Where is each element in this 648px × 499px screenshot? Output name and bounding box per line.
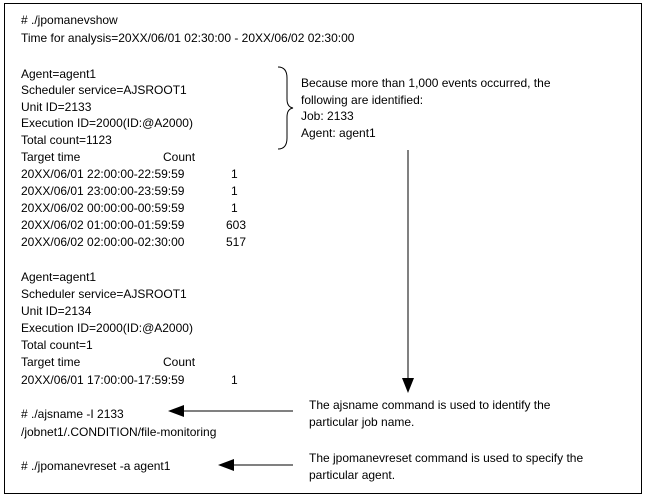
block1-execution-id: Execution ID=2000(ID:@A2000) — [21, 116, 193, 130]
events-note-line: Because more than 1,000 events occurred,… — [301, 76, 551, 90]
block1-col-count: Count — [163, 150, 196, 164]
ajsname-command: # ./ajsname -I 2133 — [21, 407, 124, 421]
block1-agent: Agent=agent1 — [21, 67, 97, 81]
events-note-line: following are identified: — [301, 92, 424, 107]
analysis-time: Time for analysis=20XX/06/01 02:30:00 - … — [21, 31, 355, 45]
block1-row-count: 1 — [231, 184, 238, 198]
show-command: # ./jpomanevshow — [21, 13, 118, 27]
ajsname-note: The ajsname command is used to identify … — [309, 397, 550, 430]
block1-row-time: 20XX/06/02 02:00:00-02:30:00 — [21, 235, 185, 249]
block1-row-time: 20XX/06/01 23:00:00-23:59:59 — [21, 184, 185, 198]
block1-col-target-time: Target time — [21, 150, 81, 164]
block2-execution-id: Execution ID=2000(ID:@A2000) — [21, 321, 193, 335]
ajsname-note-line: The ajsname command is used to identify … — [309, 398, 551, 412]
block1-row-count: 517 — [226, 235, 247, 249]
diagram-frame — [4, 3, 642, 494]
block1-row-time: 20XX/06/02 01:00:00-01:59:59 — [21, 218, 185, 232]
ajsname-note-line: particular job name. — [309, 414, 415, 429]
reset-note-line: The jpomanevreset command is used to spe… — [309, 451, 584, 465]
block2-col-count: Count — [163, 355, 196, 369]
block1-row-count: 603 — [226, 218, 247, 232]
reset-note-line: particular agent. — [309, 467, 396, 482]
block2-total-count: Total count=1 — [21, 338, 93, 352]
block1-row-time: 20XX/06/01 22:00:00-22:59:59 — [21, 167, 185, 181]
block2-agent: Agent=agent1 — [21, 270, 97, 284]
block1-unit-id: Unit ID=2133 — [21, 100, 92, 114]
reset-command: # ./jpomanevreset -a agent1 — [21, 459, 171, 473]
block1-scheduler: Scheduler service=AJSROOT1 — [21, 83, 187, 97]
events-note: Because more than 1,000 events occurred,… — [301, 75, 551, 141]
ajsname-output: /jobnet1/.CONDITION/file-monitoring — [21, 425, 217, 439]
block1-row-count: 1 — [231, 167, 238, 181]
events-note-line: Job: 2133 — [301, 109, 354, 123]
block1-row-count: 1 — [231, 201, 238, 215]
block1-total-count: Total count=1123 — [21, 133, 112, 147]
block2-col-target-time: Target time — [21, 355, 81, 369]
events-note-line: Agent: agent1 — [301, 125, 376, 140]
block2-row-count: 1 — [231, 373, 238, 387]
block2-unit-id: Unit ID=2134 — [21, 304, 92, 318]
block1-row-time: 20XX/06/02 00:00:00-00:59:59 — [21, 201, 185, 215]
block2-row-time: 20XX/06/01 17:00:00-17:59:59 — [21, 373, 185, 387]
block2-scheduler: Scheduler service=AJSROOT1 — [21, 287, 187, 301]
reset-note: The jpomanevreset command is used to spe… — [309, 450, 583, 483]
